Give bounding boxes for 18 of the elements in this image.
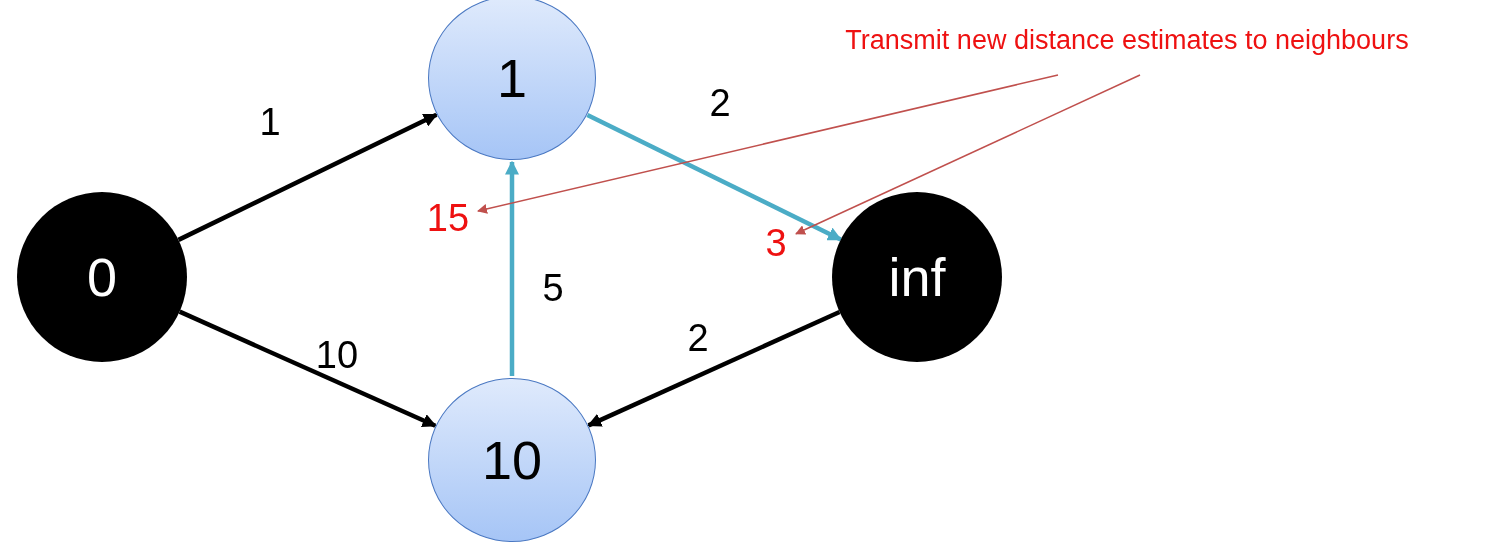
arrow bbox=[178, 309, 437, 428]
edge-weight: 5 bbox=[542, 266, 564, 310]
leader-line bbox=[795, 74, 1141, 235]
arrow bbox=[586, 113, 842, 242]
edge-weight: 2 bbox=[687, 316, 709, 360]
arrow bbox=[177, 112, 438, 242]
node-circle: 10 bbox=[428, 378, 596, 542]
leader-line bbox=[477, 74, 1059, 214]
node-circle: 0 bbox=[17, 192, 187, 362]
distance-estimate: 15 bbox=[426, 196, 470, 240]
distance-estimate: 3 bbox=[765, 221, 787, 265]
edge-weight: 2 bbox=[709, 81, 731, 125]
node-circle: 1 bbox=[428, 0, 596, 160]
annotation-text: Transmit new distance estimates to neighbours bbox=[845, 25, 1409, 56]
node-circle: inf bbox=[832, 192, 1002, 362]
arrow bbox=[505, 160, 519, 376]
edge-weight: 1 bbox=[259, 100, 281, 144]
edge-weight: 10 bbox=[315, 333, 359, 377]
